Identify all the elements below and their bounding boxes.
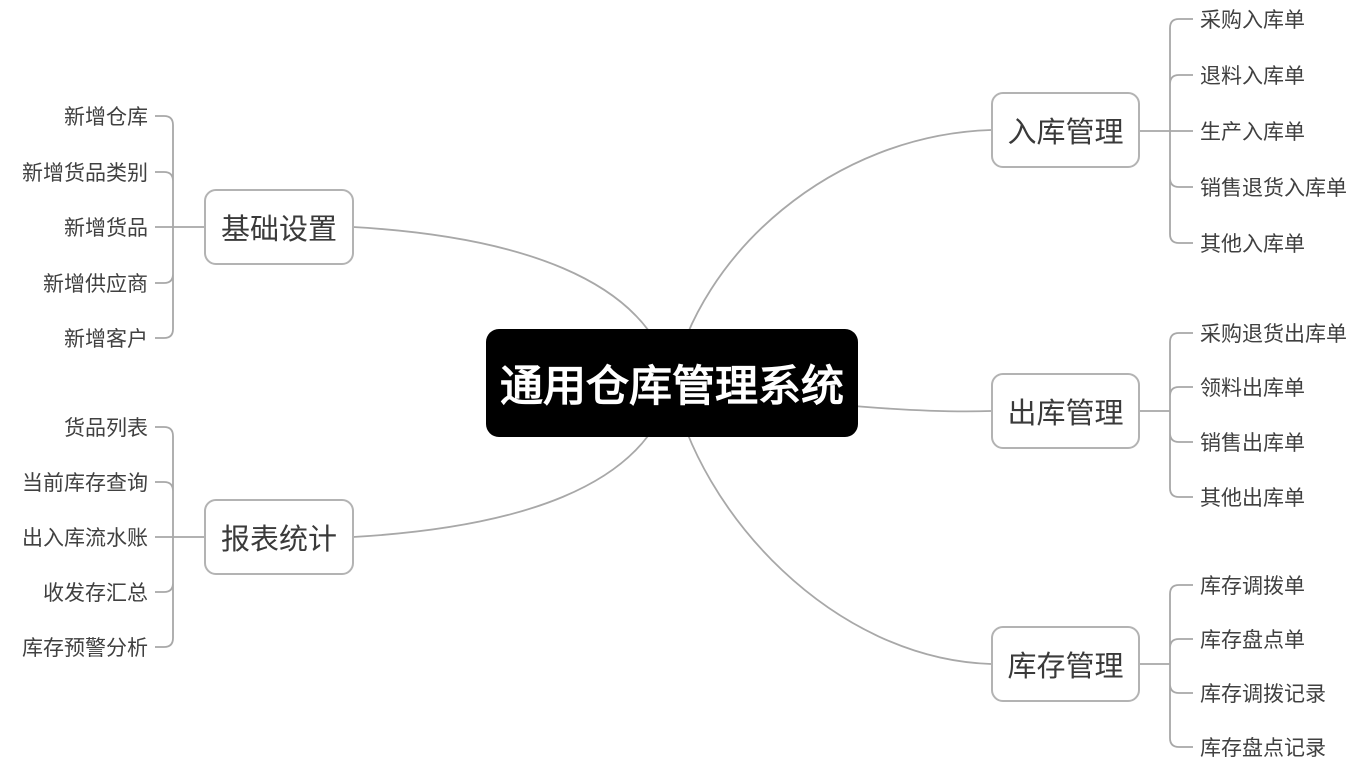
bracket-inbound-management	[1140, 18, 1193, 244]
child-topic-material-requisition-outbound-order[interactable]: 领料出库单	[1200, 377, 1305, 400]
child-topic-add-warehouse[interactable]: 新增仓库	[64, 106, 148, 129]
child-topic-current-stock-query[interactable]: 当前库存查询	[22, 472, 148, 495]
child-topic-add-item-category[interactable]: 新增货品类别	[22, 162, 148, 185]
central-topic[interactable]: 通用仓库管理系统	[486, 329, 858, 437]
branch-topic-inventory-management[interactable]: 库存管理	[991, 626, 1140, 702]
child-topic-sales-return-inbound-order[interactable]: 销售退货入库单	[1200, 177, 1347, 200]
connector-central-inventory-management	[671, 382, 992, 665]
child-topic-production-inbound-order[interactable]: 生产入库单	[1200, 121, 1305, 144]
bracket-inventory-management	[1140, 584, 1193, 748]
branch-topic-basic-settings[interactable]: 基础设置	[204, 189, 354, 265]
child-topic-receipt-issue-summary[interactable]: 收发存汇总	[43, 582, 148, 605]
child-topic-other-inbound-order[interactable]: 其他入库单	[1200, 233, 1305, 256]
branch-topic-outbound-management[interactable]: 出库管理	[991, 373, 1140, 449]
child-topic-add-item[interactable]: 新增货品	[64, 217, 148, 240]
child-topic-sales-outbound-order[interactable]: 销售出库单	[1200, 432, 1305, 455]
bracket-report-statistics	[155, 426, 204, 648]
bracket-outbound-management	[1140, 332, 1193, 498]
child-topic-stock-in-out-ledger[interactable]: 出入库流水账	[22, 527, 148, 550]
child-topic-purchase-inbound-order[interactable]: 采购入库单	[1200, 9, 1305, 32]
child-topic-stock-count-records[interactable]: 库存盘点记录	[1200, 737, 1326, 760]
child-topic-other-outbound-order[interactable]: 其他出库单	[1200, 487, 1305, 510]
child-topic-material-return-inbound-order[interactable]: 退料入库单	[1200, 65, 1305, 88]
bracket-basic-settings	[155, 115, 204, 339]
branch-topic-report-statistics[interactable]: 报表统计	[204, 499, 354, 575]
child-topic-purchase-return-outbound-order[interactable]: 采购退货出库单	[1200, 323, 1347, 346]
child-topic-stock-count-order[interactable]: 库存盘点单	[1200, 629, 1305, 652]
child-topic-add-customer[interactable]: 新增客户	[64, 328, 148, 351]
child-topic-item-list[interactable]: 货品列表	[64, 417, 148, 440]
child-topic-stock-alert-analysis[interactable]: 库存预警分析	[22, 637, 148, 660]
child-topic-stock-transfer-records[interactable]: 库存调拨记录	[1200, 683, 1326, 706]
child-topic-stock-transfer-order[interactable]: 库存调拨单	[1200, 575, 1305, 598]
child-topic-add-supplier[interactable]: 新增供应商	[43, 273, 148, 296]
branch-topic-inbound-management[interactable]: 入库管理	[991, 92, 1140, 168]
